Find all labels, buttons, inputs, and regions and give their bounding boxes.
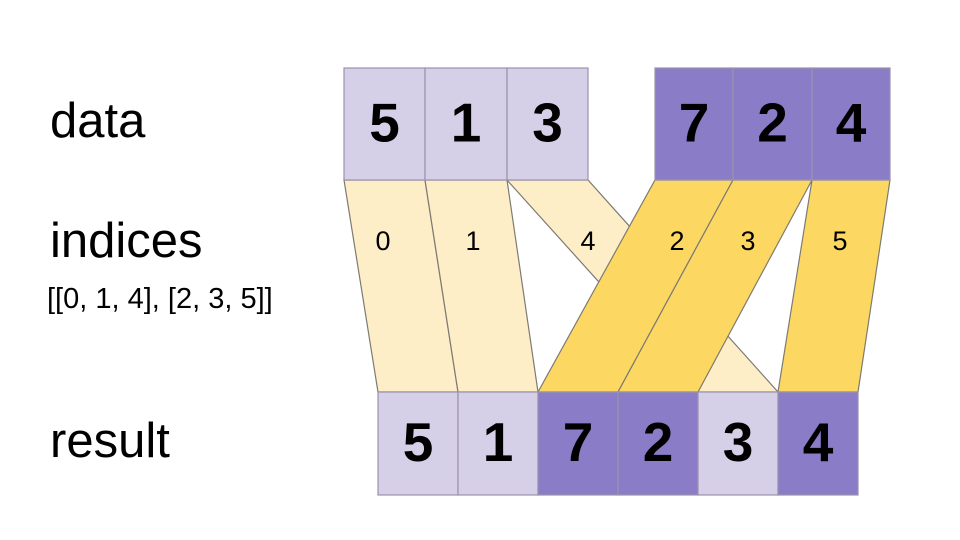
data-cell	[811, 67, 891, 181]
ribbons-layer	[343, 179, 891, 393]
data-cell	[506, 67, 589, 181]
data-cell-value: 3	[532, 92, 563, 154]
index-label: 5	[832, 226, 847, 256]
result-cell	[777, 391, 859, 496]
index-label: 4	[580, 226, 595, 256]
data-cell	[343, 67, 426, 181]
result-cell	[457, 391, 539, 496]
data-cell-value: 1	[451, 92, 482, 154]
index-label: 0	[375, 226, 390, 256]
data-cell-value: 4	[836, 92, 867, 154]
result-cell-value: 1	[483, 411, 514, 473]
result-cell-value: 2	[643, 411, 674, 473]
index-label: 2	[669, 226, 684, 256]
result-cell-value: 3	[723, 411, 754, 473]
result-cell	[697, 391, 779, 496]
index-label: 3	[740, 226, 755, 256]
data-cell	[654, 67, 734, 181]
result-cell	[617, 391, 699, 496]
data-cell-value: 2	[757, 92, 788, 154]
data-cell-value: 5	[369, 92, 400, 154]
result-cell-value: 4	[803, 411, 834, 473]
data-cell	[424, 67, 508, 181]
indices-labels-layer: 0 1 4 2 3 5	[375, 226, 847, 256]
index-label: 1	[465, 226, 480, 256]
indices-value-text: [[0, 1, 4], [2, 3, 5]]	[47, 283, 273, 315]
row-label-indices: indices	[50, 214, 203, 268]
row-label-result: result	[50, 414, 170, 468]
result-cell-value: 7	[563, 411, 594, 473]
data-cell-value: 7	[679, 92, 710, 154]
result-cell	[377, 391, 459, 496]
row-label-data: data	[50, 94, 146, 148]
result-cell-value: 5	[403, 411, 434, 473]
